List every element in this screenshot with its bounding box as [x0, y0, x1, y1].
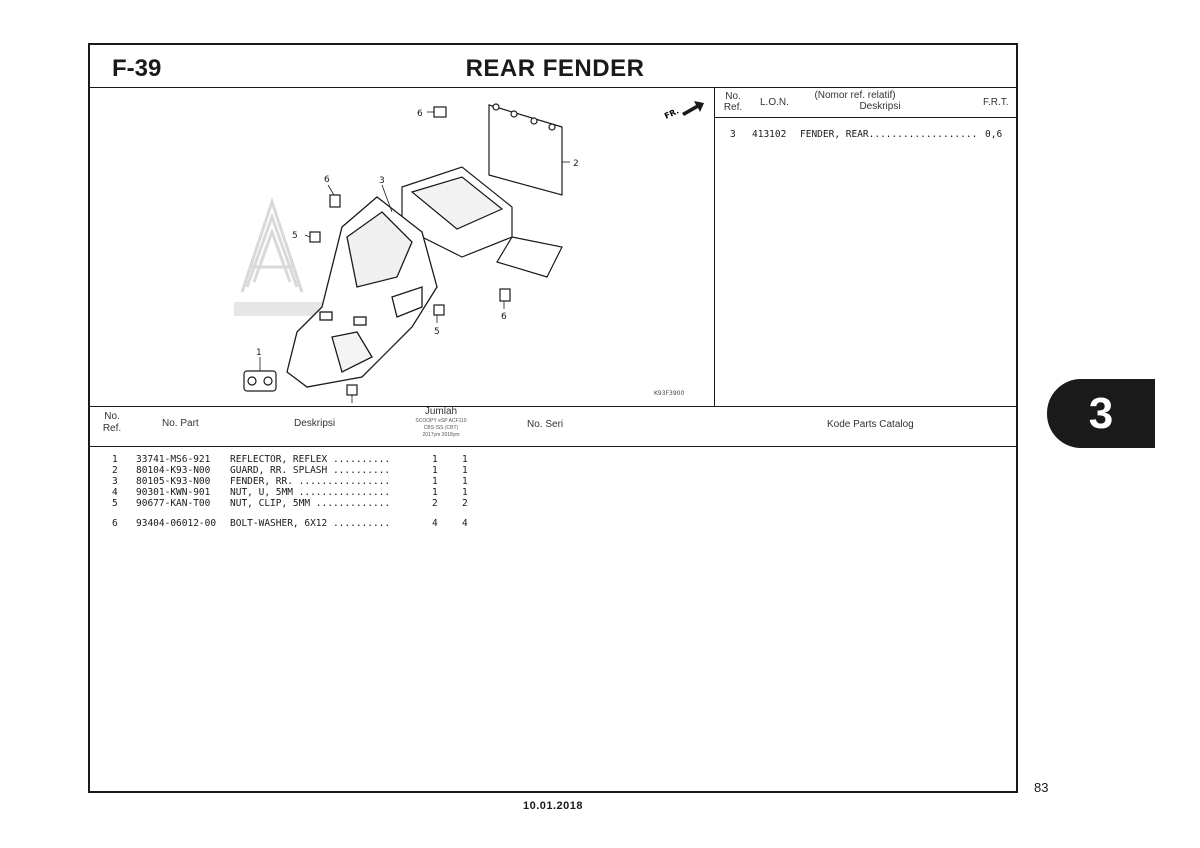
diagram-label-1: 1 [256, 348, 262, 358]
part-row-4-desc: NUT, U, 5MM ................ [230, 487, 391, 498]
right-row-ref: 3 [730, 129, 736, 140]
part-row-2-q2: 1 [462, 465, 468, 476]
parts-header-no-ref: No. Ref. [102, 411, 122, 434]
part-row-5-part: 90677-KAN-T00 [136, 498, 211, 509]
parts-header-model-3: 2017ym 2018ym [422, 432, 460, 438]
diagram-code: K93F3900 [654, 390, 684, 397]
diagram-label-6a: 6 [417, 109, 423, 119]
right-row-lon: 413102 [752, 129, 787, 140]
part-row-6-desc: BOLT-WASHER, 6X12 .......... [230, 518, 391, 529]
rr-fender [286, 196, 438, 388]
part-row-1-desc: REFLECTOR, REFLEX .......... [230, 454, 391, 465]
publication-date: 10.01.2018 [522, 800, 584, 812]
page-number: 83 [1034, 780, 1049, 795]
part-row-5-q1: 2 [432, 498, 438, 509]
part-row-3-ref: 3 [112, 476, 118, 487]
diagram-bottom-divider [90, 406, 1016, 407]
rr-splash-guard [488, 103, 563, 196]
reflex-reflector [243, 370, 277, 392]
leader-lines [259, 111, 570, 403]
rear-fender-diagram: 6 6 3 2 5 5 6 1 4 FR. K93F3900 [234, 101, 704, 403]
front-direction-arrow: FR. [663, 101, 704, 121]
diagram-label-5b: 5 [434, 327, 440, 337]
svg-text:FR.: FR. [663, 106, 680, 120]
part-row-6-q2: 4 [462, 518, 468, 529]
right-row-frt: 0,6 [985, 129, 1003, 140]
fender-tray [401, 166, 563, 278]
part-row-5-desc: NUT, CLIP, 5MM ............. [230, 498, 391, 509]
part-row-3-q2: 1 [462, 476, 468, 487]
right-header-frt: F.R.T. [983, 97, 1009, 108]
part-row-4-part: 90301-KWN-901 [136, 487, 211, 498]
right-header-divider [714, 117, 1016, 118]
parts-header-kode: Kode Parts Catalog [827, 419, 914, 430]
page-title: REAR FENDER [465, 55, 645, 82]
part-row-5-q2: 2 [462, 498, 468, 509]
right-header-desc: Deskripsi [859, 101, 901, 112]
parts-header-model-2: CBS ISS (CBT) [423, 425, 459, 431]
part-row-1-part: 33741-MS6-921 [136, 454, 211, 465]
figure-code: F-39 [112, 55, 162, 82]
section-tab: 3 [1047, 379, 1155, 448]
part-row-4-q2: 1 [462, 487, 468, 498]
part-row-6-ref: 6 [112, 518, 118, 529]
part-row-2-q1: 1 [432, 465, 438, 476]
parts-header-desc: Deskripsi [294, 418, 336, 429]
parts-header-jumlah: Jumlah [424, 406, 458, 417]
part-row-3-desc: FENDER, RR. ................ [230, 476, 391, 487]
part-row-1-q1: 1 [432, 454, 438, 465]
diagram-label-6c: 6 [501, 312, 507, 322]
header-divider [90, 87, 1016, 88]
part-row-2-desc: GUARD, RR. SPLASH .......... [230, 465, 391, 476]
parts-header-no-part: No. Part [162, 418, 199, 429]
part-row-4-q1: 1 [432, 487, 438, 498]
diagram-label-6b: 6 [324, 175, 330, 185]
right-row-desc: FENDER, REAR................... [800, 129, 978, 140]
parts-header-model: SCOOPY eSP ACF110 CBS ISS (CBT) 2017ym 2… [402, 418, 480, 439]
part-row-6-q1: 4 [432, 518, 438, 529]
part-row-3-q1: 1 [432, 476, 438, 487]
diagram-label-3: 3 [379, 176, 385, 186]
part-row-1-q2: 1 [462, 454, 468, 465]
part-row-3-part: 80105-K93-N00 [136, 476, 211, 487]
part-row-2-part: 80104-K93-N00 [136, 465, 211, 476]
diagram-label-2: 2 [573, 159, 579, 169]
parts-header-model-1: SCOOPY eSP ACF110 [415, 418, 467, 424]
right-header-desc-top: (Nomor ref. relatif) [814, 90, 896, 101]
right-header-no-ref: No. Ref. [723, 91, 743, 113]
diagram-label-5a: 5 [292, 231, 298, 241]
part-row-6-part: 93404-06012-00 [136, 518, 217, 529]
part-row-4-ref: 4 [112, 487, 118, 498]
part-row-5-ref: 5 [112, 498, 118, 509]
page-frame: F-39 REAR FENDER No. Ref. L.O.N. (Nomor … [88, 43, 1018, 793]
part-row-2-ref: 2 [112, 465, 118, 476]
part-row-1-ref: 1 [112, 454, 118, 465]
right-header-lon: L.O.N. [760, 97, 789, 108]
diagram-divider [714, 87, 715, 407]
parts-header-no-seri: No. Seri [527, 419, 564, 430]
parts-header-divider [90, 446, 1016, 447]
